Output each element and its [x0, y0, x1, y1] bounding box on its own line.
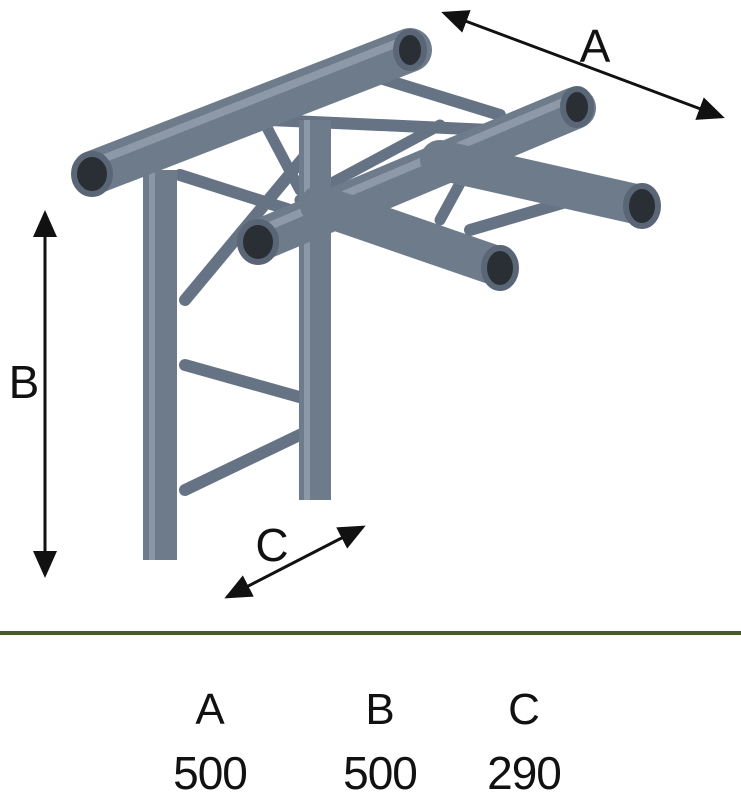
dimension-header: A [195, 685, 225, 734]
dimension-arrow-a [441, 10, 725, 120]
truss-legs [143, 120, 331, 560]
dimension-arrows [33, 10, 725, 599]
dimension-arrow-c [224, 525, 366, 599]
truss-illustration [33, 10, 725, 599]
dimension-value: 290 [487, 747, 562, 799]
dimension-label-a: A [579, 20, 611, 72]
dimension-header: C [508, 685, 540, 734]
dimension-label-c: C [255, 519, 289, 571]
truss-chords [73, 28, 660, 286]
dimension-value: 500 [343, 747, 418, 799]
divider-line [0, 631, 741, 635]
dimension-header: B [365, 685, 395, 734]
dimension-label-b: B [8, 356, 40, 408]
dimension-value: 500 [173, 747, 248, 799]
